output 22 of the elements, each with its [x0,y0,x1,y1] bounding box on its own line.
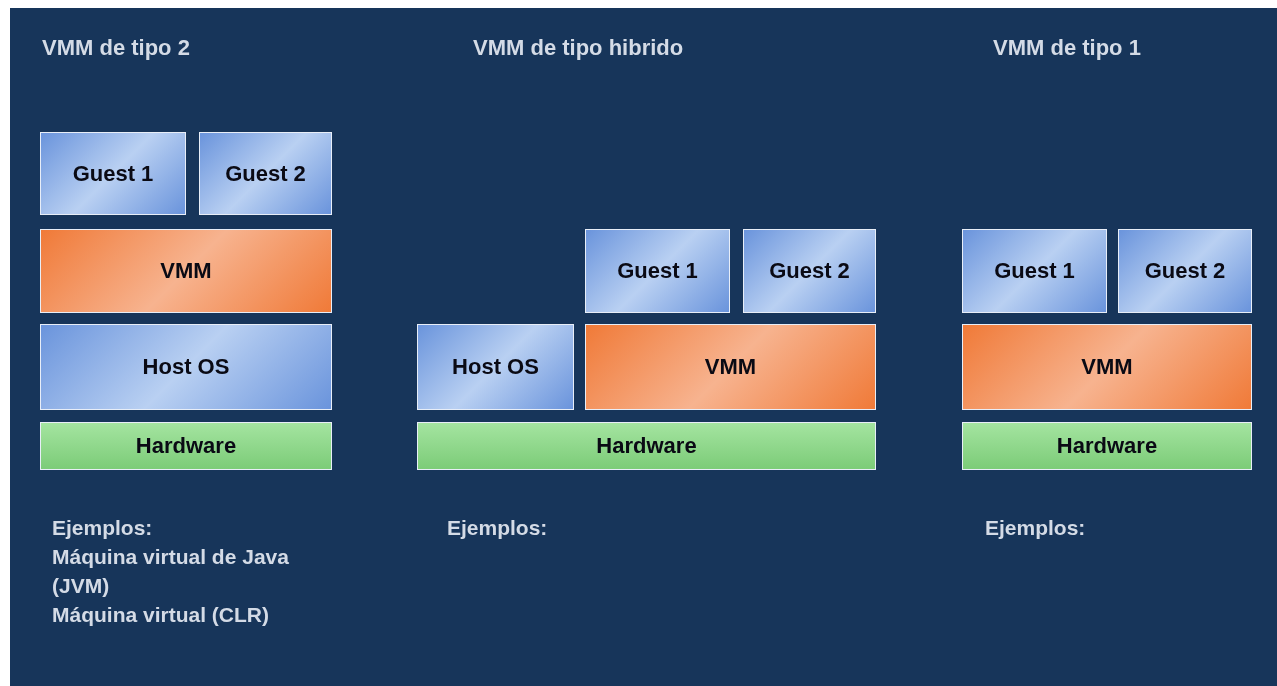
hardware-block: Hardware [40,422,332,470]
guest-block: Guest 2 [743,229,876,313]
examples-heading: Ejemplos: [985,515,1087,541]
examples-heading: Ejemplos: [447,515,549,541]
vmm-block: VMM [962,324,1252,410]
hardware-block: Hardware [962,422,1252,470]
guest-block: Guest 2 [199,132,332,215]
column-title: VMM de tipo 1 [993,34,1142,62]
example-text: Máquina virtual de Java (JVM) [52,544,290,599]
column-title: VMM de tipo 2 [42,34,191,62]
hardware-block: Hardware [417,422,876,470]
vmm-block: VMM [585,324,876,410]
column-title: VMM de tipo hibrido [473,34,685,62]
host-os-block: Host OS [417,324,574,410]
vmm-block: VMM [40,229,332,313]
host-os-block: Host OS [40,324,332,410]
examples-heading: Ejemplos: [52,515,154,541]
guest-block: Guest 2 [1118,229,1252,313]
guest-block: Guest 1 [962,229,1107,313]
example-text: Máquina virtual (CLR) [52,602,270,628]
guest-block: Guest 1 [40,132,186,215]
guest-block: Guest 1 [585,229,730,313]
